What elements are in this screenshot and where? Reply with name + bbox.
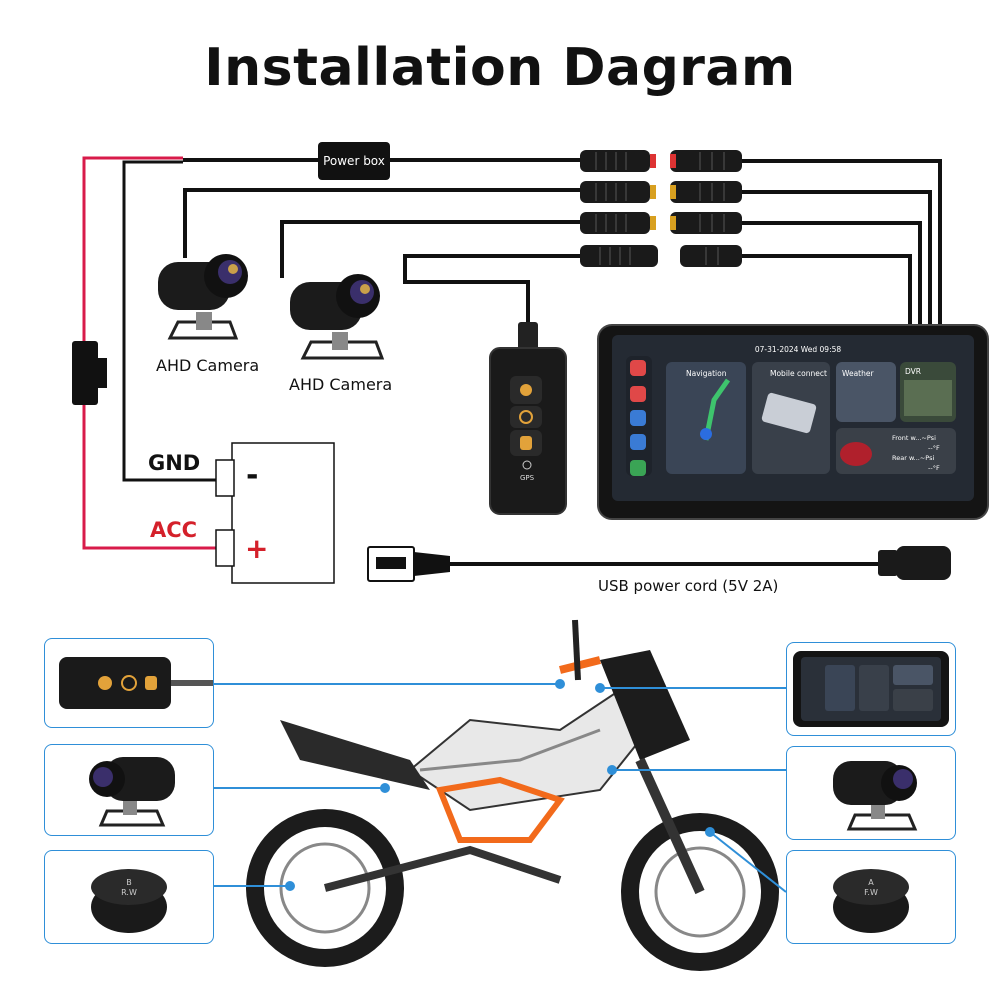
usb-power-cord	[367, 546, 951, 582]
acc-wire	[82, 156, 218, 550]
screen-datetime: 07-31-2024 Wed 09:58	[755, 345, 842, 354]
rear-camera-callout-panel	[44, 744, 214, 836]
front-sensor-letter: A	[868, 878, 874, 887]
screen-rear-temp: --°F	[928, 464, 940, 472]
gnd-label: GND	[148, 451, 201, 475]
screen-wires	[742, 159, 942, 330]
camera2-wire	[280, 220, 580, 278]
battery-minus: -	[246, 458, 259, 493]
remote-wire	[403, 254, 580, 330]
remote-gps-label: GPS	[520, 474, 535, 482]
left-connectors	[580, 150, 658, 267]
battery	[215, 442, 335, 584]
ahd-camera-2-label: AHD Camera	[289, 375, 393, 394]
front-camera-callout-panel	[786, 746, 956, 840]
callout-lines	[212, 679, 787, 893]
page-title: Installation Dagram	[204, 38, 796, 98]
rear-sensor-letter: B	[126, 878, 132, 887]
gnd-wire	[122, 160, 218, 482]
screen-front-temp: --°F	[928, 444, 940, 452]
rear-sensor-code: R.W	[121, 888, 137, 897]
ahd-camera-2	[290, 274, 385, 360]
camera1-wire	[183, 188, 580, 258]
motorcycle	[246, 619, 779, 971]
front-sensor-code: F.W	[864, 888, 878, 897]
ahd-camera-1-label: AHD Camera	[156, 356, 260, 375]
remote-callout-panel	[44, 638, 214, 728]
display-callout-panel	[786, 642, 956, 736]
front-tire-sensor-panel: A F.W	[786, 850, 956, 944]
screen-tile-navigation: Navigation	[686, 369, 727, 378]
screen-tile-mobile-connect: Mobile connect	[770, 369, 827, 378]
screen-tile-weather: Weather	[842, 369, 874, 378]
main-display	[597, 324, 989, 520]
power-box: Power box	[318, 142, 390, 180]
right-connectors	[670, 150, 742, 267]
remote-control	[489, 322, 567, 515]
ahd-camera-1	[158, 254, 248, 340]
usb-cord-label: USB power cord (5V 2A)	[598, 577, 779, 595]
screen-tile-dvr: DVR	[905, 367, 921, 376]
screen-front-pressure: Front w...~Psi	[892, 434, 936, 442]
fuse-holder	[72, 341, 98, 405]
battery-plus: +	[245, 532, 269, 565]
rear-tire-sensor-panel: B R.W	[44, 850, 214, 944]
screen-rear-pressure: Rear w...~Psi	[892, 454, 935, 462]
acc-label: ACC	[150, 518, 198, 542]
